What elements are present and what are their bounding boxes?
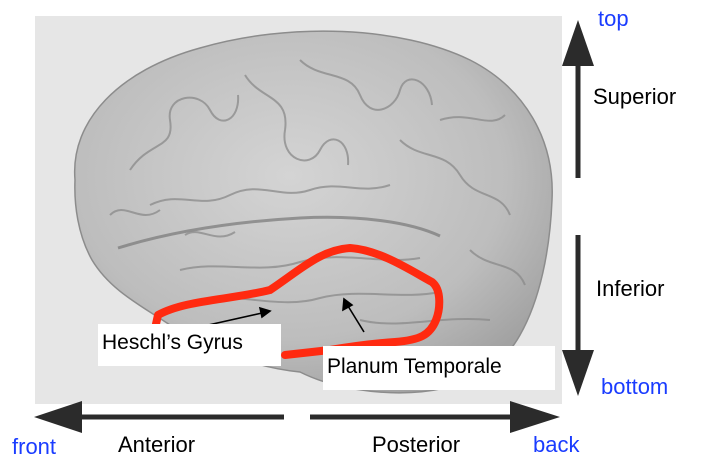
heschl-gyrus-text: Heschl’s Gyrus (102, 331, 243, 354)
vertical-axis (562, 20, 594, 396)
posterior-label: Posterior (372, 434, 460, 456)
bottom-label: bottom (601, 376, 668, 398)
inferior-arrowhead (562, 350, 594, 396)
inferior-label: Inferior (596, 278, 664, 300)
planum-temporale-text: Planum Temporale (327, 355, 502, 378)
back-label: back (533, 434, 579, 456)
superior-arrowhead (562, 20, 594, 66)
superior-label: Superior (593, 86, 676, 108)
anterior-label: Anterior (118, 434, 195, 456)
heschl-gyrus-label: Heschl’s Gyrus (98, 324, 281, 366)
anterior-arrowhead (34, 401, 82, 433)
planum-temporale-label: Planum Temporale (323, 346, 555, 390)
top-label: top (598, 8, 629, 30)
front-label: front (12, 436, 56, 458)
posterior-arrowhead (510, 401, 560, 433)
horizontal-axis (34, 401, 560, 433)
